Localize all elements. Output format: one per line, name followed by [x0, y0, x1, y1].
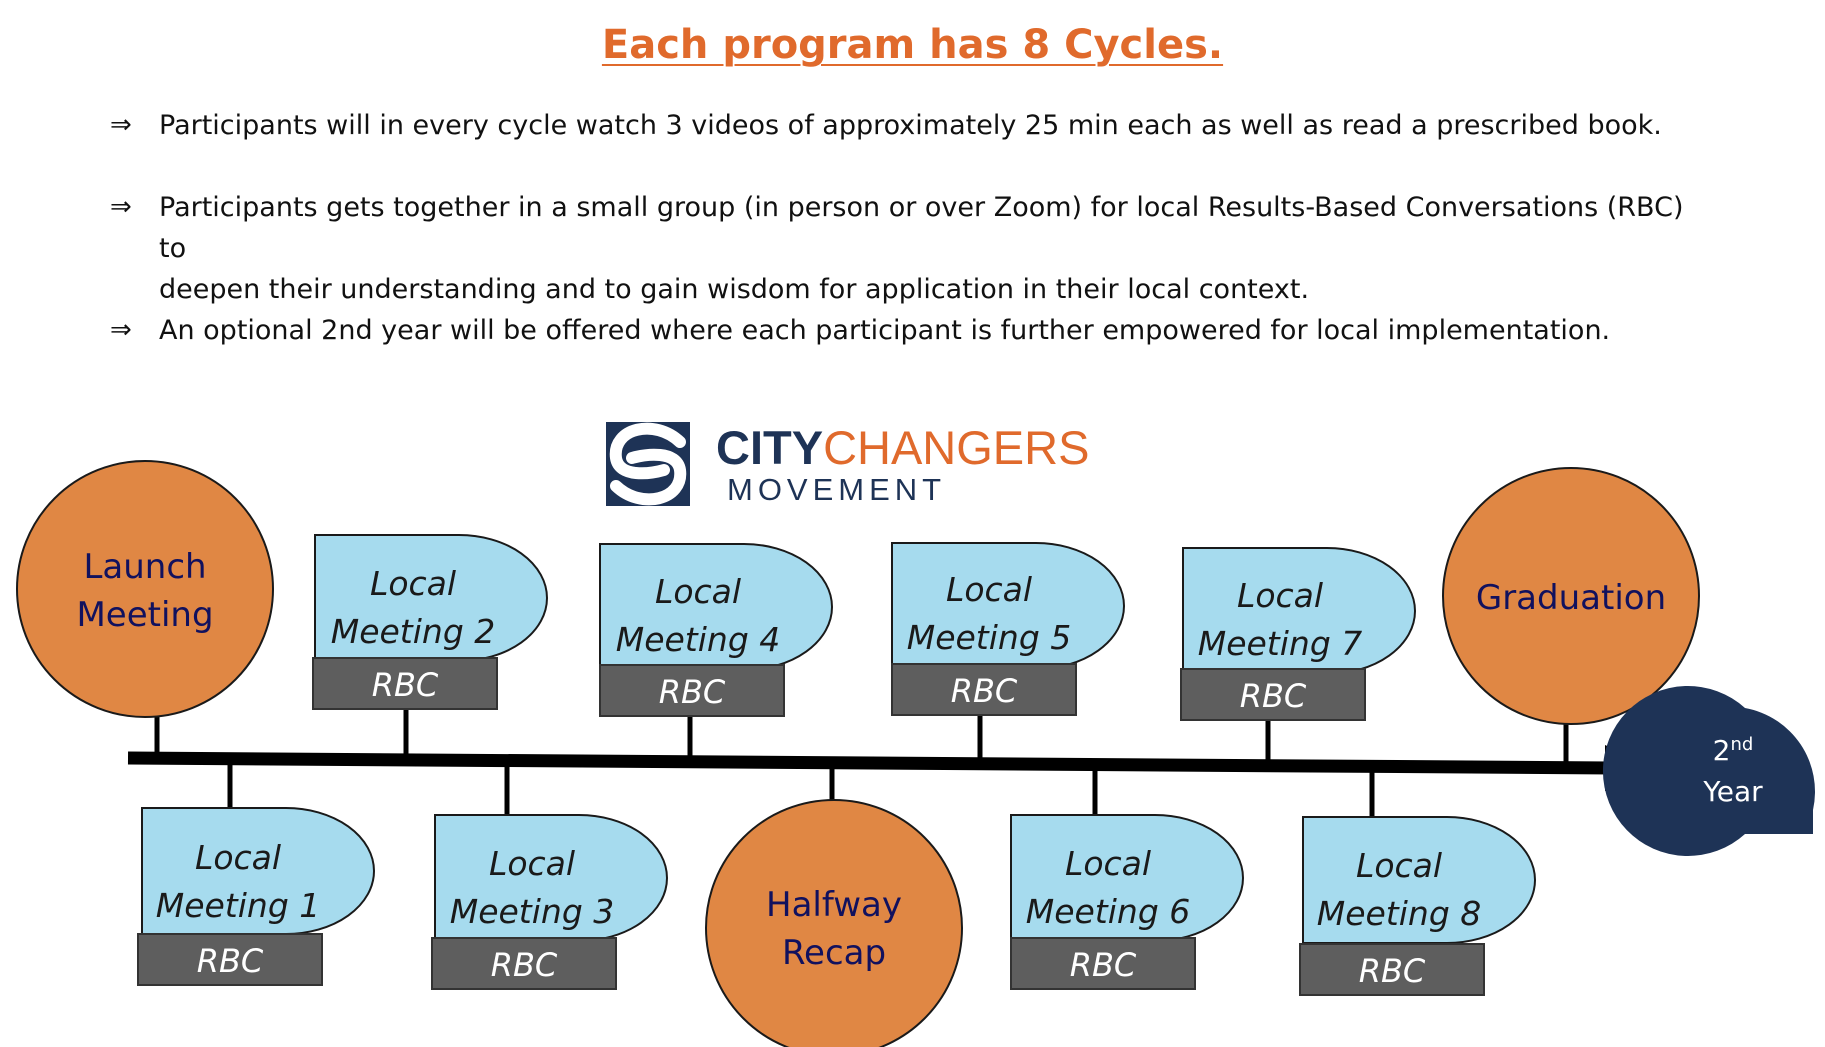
- rbc-tag-label: RBC: [1359, 952, 1426, 990]
- bullet-text: An optional 2nd year will be offered whe…: [159, 310, 1719, 351]
- second-year-number: 2nd: [1713, 734, 1754, 768]
- rbc-tag: [1180, 668, 1366, 721]
- rbc-tag-label: RBC: [1070, 946, 1137, 984]
- rbc-tag: [1010, 937, 1196, 990]
- meeting-label: Meeting 5: [907, 618, 1072, 657]
- second-year-suffix: nd: [1730, 734, 1753, 755]
- meeting-label: Meeting 6: [1026, 892, 1191, 931]
- milestone-label: Graduation: [1476, 578, 1666, 618]
- city-changers-logo: CITYCHANGERS MOVEMENT: [606, 421, 1089, 507]
- meeting-label: Meeting 3: [450, 892, 615, 931]
- meeting-card-1: Local Meeting 1 RBC: [137, 807, 375, 986]
- meeting-card-3: Local Meeting 3 RBC: [431, 814, 668, 990]
- milestone-label: Meeting: [76, 595, 213, 635]
- city-changers-logo-icon: [606, 422, 690, 506]
- rbc-tag: [891, 663, 1077, 716]
- milestone-halfway-recap: Halfway Recap: [705, 799, 963, 1047]
- page-title: Each program has 8 Cycles.: [601, 22, 1224, 68]
- second-year-word: Year: [1702, 775, 1763, 808]
- rbc-tag: [1299, 943, 1485, 996]
- meeting-card-5: Local Meeting 5 RBC: [891, 542, 1125, 716]
- meeting-label: Local: [946, 570, 1032, 609]
- rbc-tag: [599, 664, 785, 717]
- meeting-card-6: Local Meeting 6 RBC: [1010, 814, 1244, 990]
- bullet-text: Participants will in every cycle watch 3…: [159, 105, 1719, 146]
- double-arrow-icon: ⇒: [110, 315, 132, 345]
- second-year-badge: 2nd Year: [1602, 686, 1816, 856]
- meeting-label: Local: [1065, 844, 1151, 883]
- meeting-card-4: Local Meeting 4 RBC: [599, 543, 833, 717]
- meeting-label: Local: [370, 564, 456, 603]
- rbc-tag-label: RBC: [197, 942, 264, 980]
- rbc-tag: [137, 933, 323, 986]
- bullet-line: Participants gets together in a small gr…: [159, 192, 1684, 264]
- meeting-label: Local: [195, 838, 281, 877]
- meeting-card-2: Local Meeting 2 RBC: [312, 534, 548, 710]
- logo-word-city: CITYCHANGERS: [716, 421, 1089, 474]
- meeting-card-8: Local Meeting 8 RBC: [1299, 816, 1536, 996]
- meeting-label: Meeting 2: [331, 612, 496, 651]
- rbc-tag-label: RBC: [951, 672, 1018, 710]
- rbc-tag: [431, 937, 617, 990]
- timeline-connectors: [154, 700, 1569, 817]
- meeting-label: Meeting 1: [156, 886, 321, 925]
- double-arrow-icon: ⇒: [110, 110, 132, 140]
- rbc-tag: [312, 657, 498, 710]
- meeting-label: Meeting 4: [616, 620, 781, 659]
- bullet-line: deepen their understanding and to gain w…: [159, 274, 1310, 305]
- meeting-label: Local: [655, 572, 741, 611]
- rbc-tag-label: RBC: [491, 946, 558, 984]
- meeting-label: Local: [489, 844, 575, 883]
- milestone-launch-meeting: Launch Meeting: [16, 460, 274, 718]
- meeting-label: Meeting 7: [1198, 624, 1363, 663]
- milestone-label: Recap: [782, 933, 886, 973]
- meeting-card-7: Local Meeting 7 RBC: [1180, 547, 1416, 721]
- milestone-label: Launch: [83, 547, 206, 587]
- rbc-tag-label: RBC: [372, 666, 439, 704]
- milestone-graduation: Graduation: [1442, 467, 1700, 725]
- bullet-text: Participants gets together in a small gr…: [159, 187, 1719, 310]
- logo-word-changers: CHANGERS: [823, 421, 1089, 474]
- meeting-label: Local: [1237, 576, 1323, 615]
- meeting-label: Local: [1356, 846, 1442, 885]
- timeline-arrow: [127, 745, 1653, 791]
- milestone-label: Halfway: [766, 885, 902, 925]
- meeting-label: Meeting 8: [1317, 894, 1482, 933]
- double-arrow-icon: ⇒: [110, 192, 132, 222]
- logo-word-movement: MOVEMENT: [727, 472, 946, 507]
- rbc-tag-label: RBC: [659, 673, 726, 711]
- rbc-tag-label: RBC: [1240, 677, 1307, 715]
- bullet-line: An optional 2nd year will be offered whe…: [159, 315, 1611, 346]
- bullet-line: Participants will in every cycle watch 3…: [159, 110, 1662, 141]
